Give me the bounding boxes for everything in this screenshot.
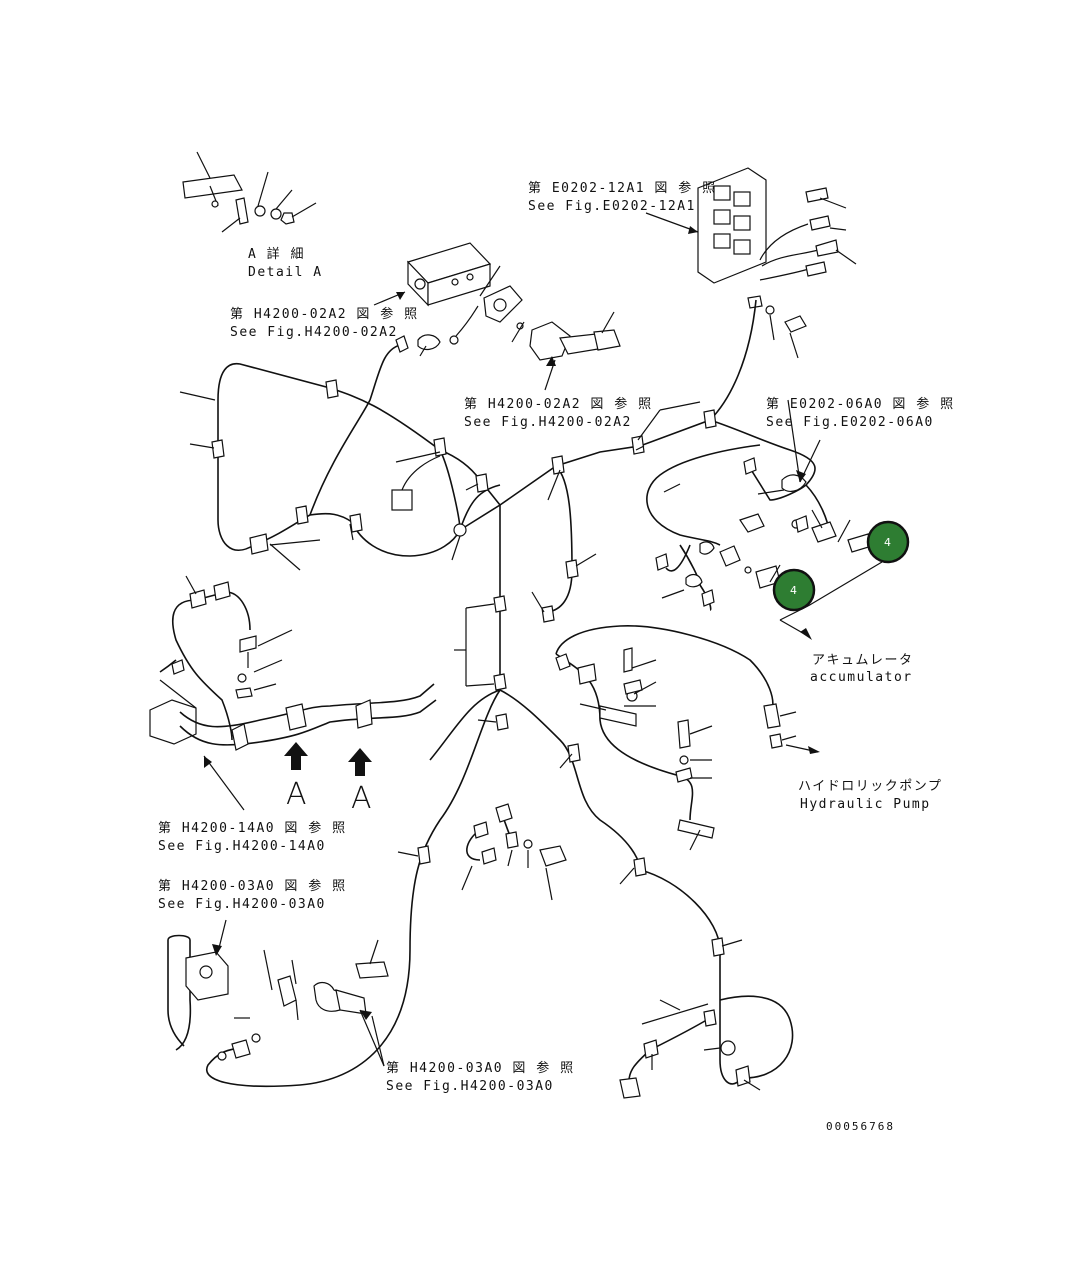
callout-circle-lower[interactable] bbox=[772, 568, 816, 612]
view-marker-a-right: A bbox=[351, 781, 372, 816]
ref-h4200-02a2-mid-en: See Fig.H4200-02A2 bbox=[464, 415, 632, 430]
relay-box bbox=[645, 167, 857, 284]
detail-a-label-jp: A 詳 細 bbox=[248, 246, 305, 262]
ref-e0202-12a1-jp: 第 E0202-12A1 図 参 照 bbox=[528, 180, 717, 196]
ref-e0202-06a0-jp: 第 E0202-06A0 図 参 照 bbox=[766, 396, 955, 412]
detail-a-drawing bbox=[182, 151, 317, 233]
callout-number-lower: 4 bbox=[790, 584, 797, 597]
ref-h4200-02a2-mid-jp: 第 H4200-02A2 図 参 照 bbox=[464, 396, 653, 412]
bottom-middle-parts bbox=[461, 803, 567, 901]
ref-h4200-02a2-left-en: See Fig.H4200-02A2 bbox=[230, 325, 398, 340]
labels: A 詳 細 Detail A 第 E0202-12A1 図 参 照 See Fi… bbox=[158, 180, 955, 1133]
ref-h4200-02a2-left-jp: 第 H4200-02A2 図 参 照 bbox=[230, 306, 419, 322]
view-marker-a-left: A bbox=[286, 777, 307, 812]
callout-circle-upper[interactable] bbox=[866, 520, 910, 564]
leader-lines bbox=[159, 391, 801, 1091]
ref-h4200-03a0-bottom-en: See Fig.H4200-03A0 bbox=[386, 1079, 554, 1094]
pump-label-jp: ハイドロリックポンプ bbox=[798, 779, 942, 794]
ref-h4200-14a0-jp: 第 H4200-14A0 図 参 照 bbox=[158, 820, 347, 836]
valve-block bbox=[373, 242, 492, 307]
ref-e0202-12a1-en: See Fig.E0202-12A1 bbox=[528, 199, 696, 214]
callout-markers: 4 4 bbox=[772, 520, 910, 612]
accumulator-label-en: accumulator bbox=[810, 670, 913, 685]
harness-clamps bbox=[211, 379, 751, 1099]
ref-e0202-06a0-en: See Fig.E0202-06A0 bbox=[766, 415, 934, 430]
drawing-number: 00056768 bbox=[826, 1120, 895, 1133]
ref-h4200-03a0-bottom-jp: 第 H4200-03A0 図 参 照 bbox=[386, 1060, 575, 1076]
callout-number-upper: 4 bbox=[884, 536, 891, 549]
pump-parts bbox=[555, 647, 820, 851]
pump-label-en: Hydraulic Pump bbox=[800, 797, 931, 812]
pipe-assembly bbox=[149, 575, 437, 751]
detail-a-label-en: Detail A bbox=[248, 265, 323, 280]
ref-h4200-03a0-top-en: See Fig.H4200-03A0 bbox=[158, 897, 326, 912]
view-arrows bbox=[284, 742, 372, 776]
relay-bolt bbox=[747, 295, 807, 359]
bottom-left-assembly bbox=[167, 919, 389, 1067]
ref-h4200-03a0-top-jp: 第 H4200-03A0 図 参 照 bbox=[158, 878, 347, 894]
accumulator-label-jp: アキュムレータ bbox=[812, 653, 914, 668]
accumulator-parts bbox=[655, 439, 883, 640]
ref-h4200-14a0-en: See Fig.H4200-14A0 bbox=[158, 839, 326, 854]
top-connectors bbox=[391, 265, 621, 511]
